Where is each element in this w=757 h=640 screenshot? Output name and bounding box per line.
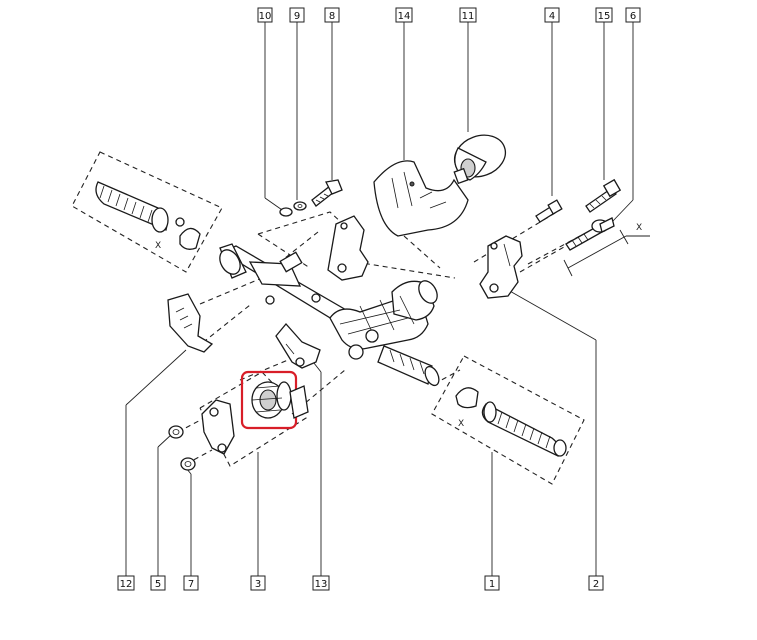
callout-15[interactable]: 15 <box>595 7 613 23</box>
svg-text:1: 1 <box>489 579 495 590</box>
bushing-clamp[interactable] <box>201 385 309 455</box>
part-6-stud[interactable] <box>565 217 615 251</box>
callout-10[interactable]: 10 <box>257 7 273 23</box>
svg-text:15: 15 <box>598 11 611 22</box>
callout-5[interactable]: 5 <box>150 575 166 591</box>
part-8-bolt[interactable] <box>311 179 343 207</box>
part-5-nut[interactable] <box>168 425 184 439</box>
callout-6[interactable]: 6 <box>625 7 641 23</box>
part-13-bracket[interactable] <box>275 323 321 369</box>
callout-13[interactable]: 13 <box>312 575 330 591</box>
svg-text:11: 11 <box>462 11 475 22</box>
part-4-bolt[interactable] <box>535 199 563 223</box>
callout-1[interactable]: 1 <box>484 575 500 591</box>
part-11-gaiter[interactable] <box>449 128 512 185</box>
left-boot[interactable] <box>95 181 185 233</box>
callout-3[interactable]: 3 <box>250 575 266 591</box>
callout-8[interactable]: 8 <box>324 7 340 23</box>
svg-text:7: 7 <box>188 579 194 590</box>
part-2-rack-clamp[interactable] <box>479 235 523 299</box>
part-15-bolt[interactable] <box>585 178 622 213</box>
svg-text:9: 9 <box>294 11 300 22</box>
part-12-bracket[interactable] <box>167 293 214 353</box>
part-7-nut[interactable] <box>180 457 196 471</box>
callout-14[interactable]: 14 <box>395 7 413 23</box>
svg-text:X: X <box>636 223 642 233</box>
right-boot-x-label: X <box>458 419 464 429</box>
svg-text:12: 12 <box>120 579 133 590</box>
part-14-heat-shield[interactable] <box>373 160 469 237</box>
svg-text:3: 3 <box>255 579 261 590</box>
callout-7[interactable]: 7 <box>183 575 199 591</box>
svg-text:10: 10 <box>259 11 272 22</box>
callout-2[interactable]: 2 <box>588 575 604 591</box>
callout-11[interactable]: 11 <box>459 7 477 23</box>
svg-text:13: 13 <box>315 579 328 590</box>
svg-text:4: 4 <box>549 11 555 22</box>
svg-text:5: 5 <box>155 579 161 590</box>
dimension-x-marker: X <box>563 223 650 277</box>
left-boot-clip[interactable] <box>179 227 201 250</box>
part-10-nut[interactable] <box>279 207 293 217</box>
svg-text:14: 14 <box>398 11 411 22</box>
svg-text:8: 8 <box>329 11 335 22</box>
callout-12[interactable]: 12 <box>117 575 135 591</box>
steering-rack[interactable] <box>216 243 442 388</box>
callout-9[interactable]: 9 <box>289 7 305 23</box>
svg-text:6: 6 <box>630 11 636 22</box>
part-9-washer[interactable] <box>293 201 307 211</box>
upper-left-rack-clamp[interactable] <box>327 215 369 281</box>
part-1-clip[interactable] <box>455 387 479 409</box>
svg-text:2: 2 <box>593 579 599 590</box>
part-1-boot[interactable] <box>481 401 567 457</box>
part-3-bushing[interactable] <box>251 381 292 419</box>
callout-4[interactable]: 4 <box>544 7 560 23</box>
left-boot-x-label: X <box>155 241 161 251</box>
